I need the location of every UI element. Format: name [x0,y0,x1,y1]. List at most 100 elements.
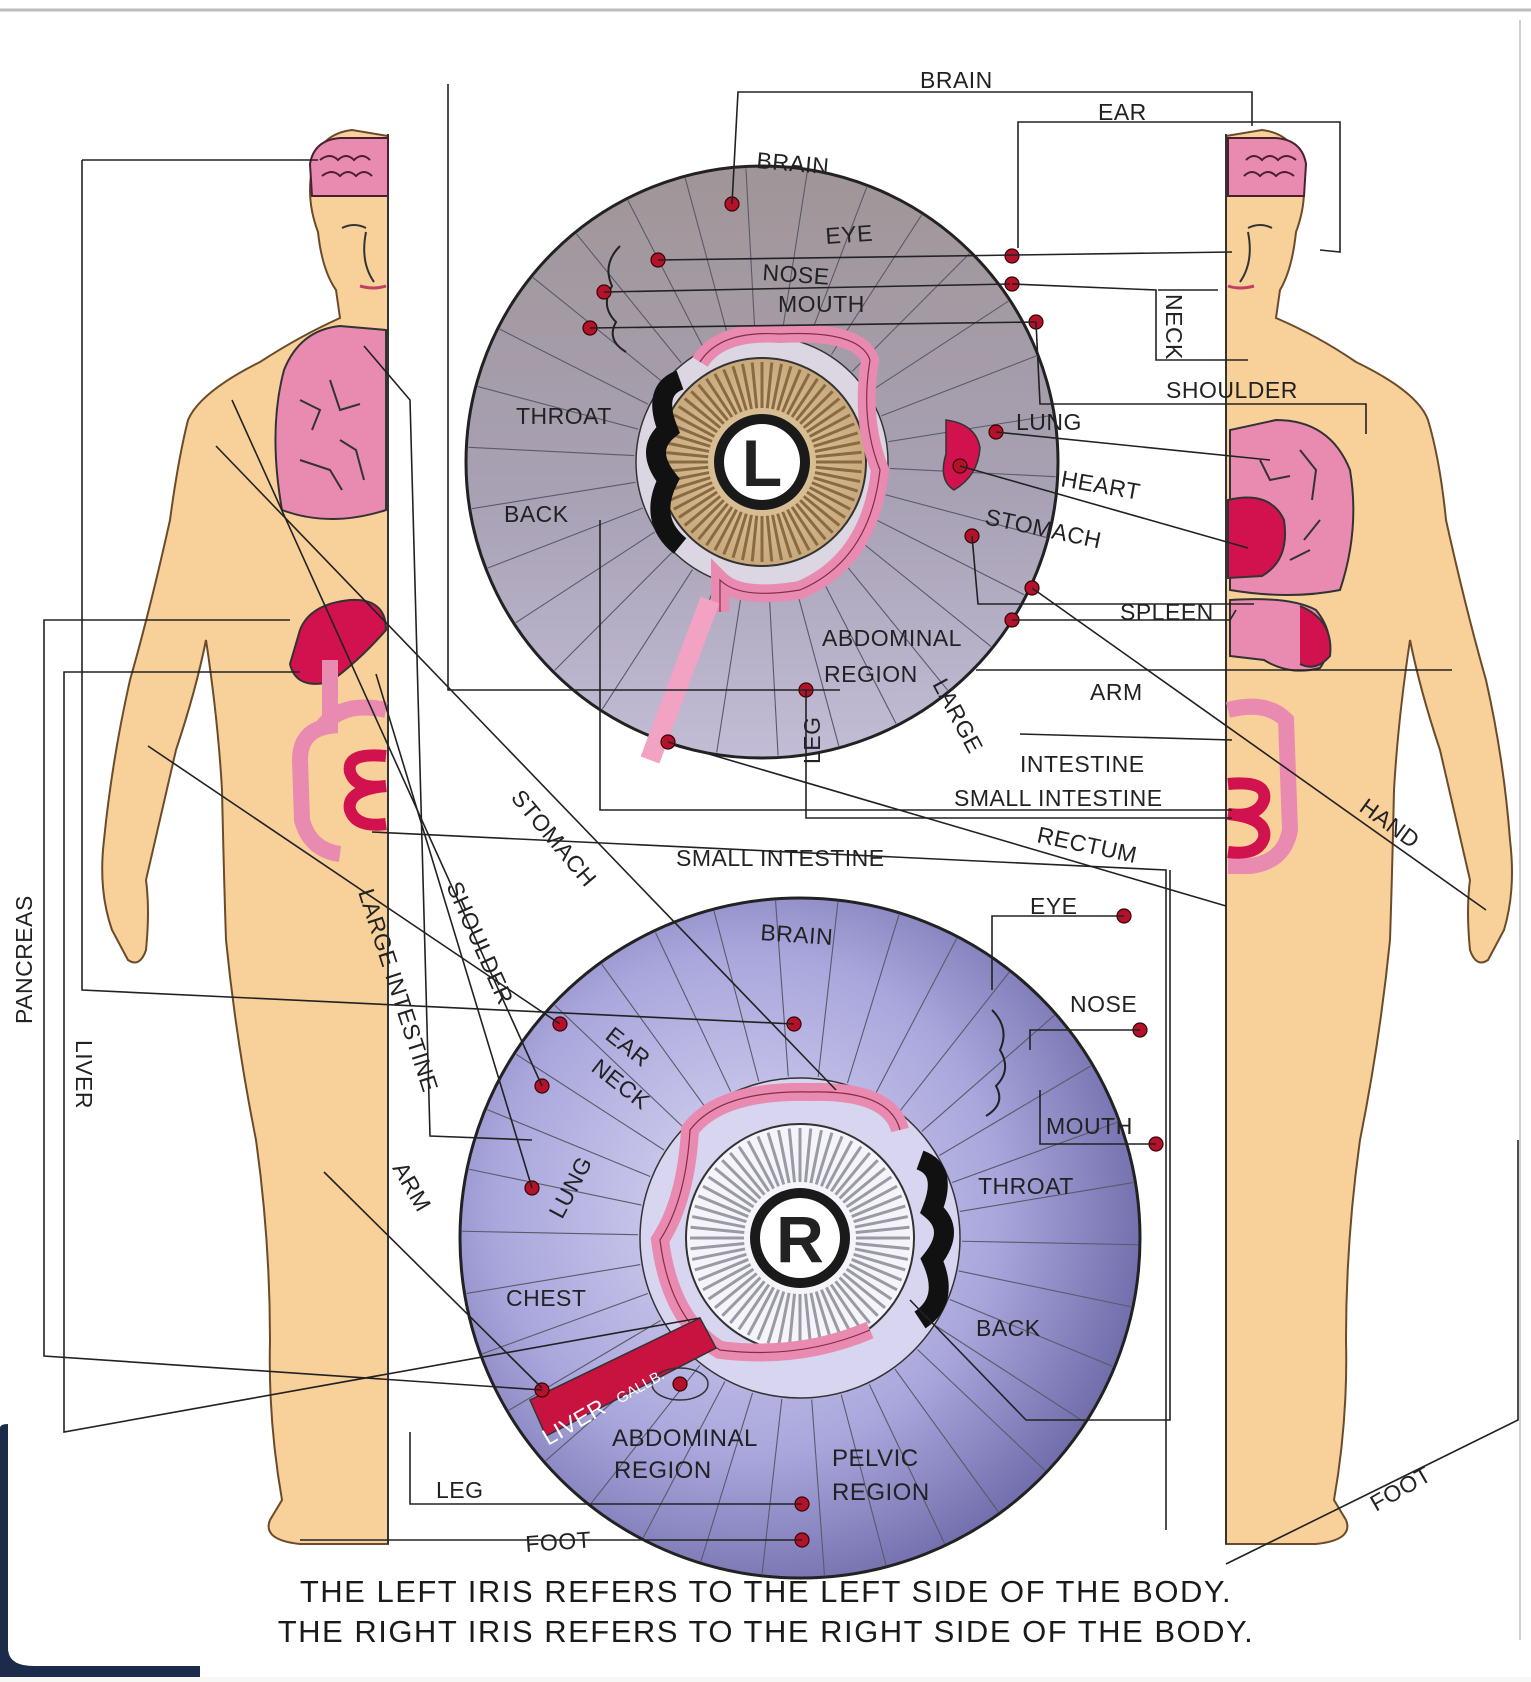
iris-fiber [729,1280,766,1324]
iris-sector-line [959,1182,1134,1212]
right-throat-label: THROAT [978,1173,1074,1199]
iris-fiber [731,365,748,411]
iris-sector-line [817,902,839,1078]
label-pancreas: PANCREAS [11,895,37,1024]
iris-fiber [697,1258,749,1282]
left-brain-label: BRAIN [756,147,831,179]
lung-icon [274,324,387,520]
iris-fiber [795,383,827,422]
left-region-label: REGION [824,661,918,687]
iris-fiber [806,490,846,519]
label-rectum: RECTUM [1035,821,1140,868]
right-chest-label: CHEST [506,1285,586,1311]
iris-fiber [766,1132,786,1185]
right-iris: R BRAIN EAR NECK LUNG CHEST LIVER GALLB.… [458,896,1164,1580]
left-leg-label: LEG [799,716,825,764]
iris-fiber [697,502,729,541]
iris-fiber [766,1291,786,1344]
left-nose-label: NOSE [762,259,831,290]
iris-sector-line [468,446,635,457]
iris-sector-line [840,1394,887,1566]
label-leg: LEG [436,1477,484,1503]
iris-sector-line [819,575,897,724]
iris-sector-line [684,178,730,339]
iris-fiber [790,378,819,418]
iris-fiber [814,471,861,483]
label-foot-right: FOOT [1366,1461,1436,1516]
iris-fiber [787,1293,797,1348]
iris-fiber [729,1152,766,1196]
iris-fiber [690,390,725,425]
iris-fiber [683,495,722,527]
face-profile-icon [985,1009,1007,1117]
left-iris-letter: L [742,426,782,500]
left-back-label: BACK [504,501,569,527]
label-nose-right: NOSE [1070,991,1137,1017]
iris-sector-line [554,1004,683,1127]
iris-sector-line [861,541,992,647]
iris-fiber [842,1272,886,1309]
label-stomach-diag: STOMACH [506,785,602,892]
iris-fiber [790,506,819,546]
iris-sector-line [654,932,732,1092]
iris-sector-line [894,1368,999,1513]
right-abdominal-label: ABDOMINAL [612,1425,758,1452]
iris-fiber [746,1140,775,1190]
corner-tab [0,1424,200,1677]
iris-fiber [707,1267,755,1301]
iris-sector-line [642,1381,726,1538]
connector-lines [43,84,1519,1565]
iris-sector-line [713,910,760,1082]
iris-fiber [799,499,834,534]
iris-fiber [815,450,862,459]
iris-sector-line [917,1349,1046,1472]
iris-sector-line [807,187,868,343]
iris-fiber [808,413,851,438]
right-back-label: BACK [976,1315,1041,1341]
iris-sector-line [868,300,1009,393]
iris-fiber [771,514,783,561]
left-throat-label: THROAT [516,403,612,429]
brain-icon [308,137,389,197]
intestine-icon [343,749,387,831]
iris-fiber [842,1167,886,1204]
iris-fiber [756,1289,780,1341]
iris-fiber [737,1283,771,1331]
iris-sector-line [868,1384,946,1544]
iris-sector-line [745,168,756,335]
iris-sector-line [508,1320,661,1411]
label-arm-left: ARM [388,1158,437,1217]
iris-sector-line [846,914,900,1084]
iris-sector-line [952,1121,1118,1184]
left-iris: L BRAIN EYE NOSE MOUTH THROAT BACK LUNG … [464,147,1213,764]
label-small-intestine-right: SMALL INTESTINE [954,785,1163,811]
iris-sector-line [921,1014,1055,1132]
iris-sector-line [781,171,808,336]
iris-fiber [829,1283,863,1331]
iris-sector-line [761,1398,783,1574]
liver-icon [529,1317,718,1438]
iris-fiber [851,1194,903,1218]
iris-fiber [737,1145,771,1193]
iris-fiber [705,506,734,546]
left-lung-label: LUNG [1016,409,1082,435]
label-liver: LIVER [71,1040,97,1109]
iris-fiber [731,513,748,559]
iris-sector-line [499,328,649,405]
iris-fiber [697,383,729,422]
right-region-label: REGION [614,1457,712,1484]
iris-fiber [705,378,734,418]
iris-fiber [834,1152,871,1196]
label-shoulder-right: SHOULDER [1166,377,1298,403]
iris-fiber [808,486,851,511]
iris-fiber [829,1145,863,1193]
iris-sector-line [576,233,682,364]
iris-fiber [694,1204,747,1224]
iris-sector-line [768,589,779,756]
label-shoulder-diag: SHOULDER [441,877,518,1008]
iris-fiber [662,450,709,459]
iris-sector-line [487,1109,651,1177]
iris-fiber [845,1267,893,1301]
label-ear: EAR [1098,99,1147,125]
